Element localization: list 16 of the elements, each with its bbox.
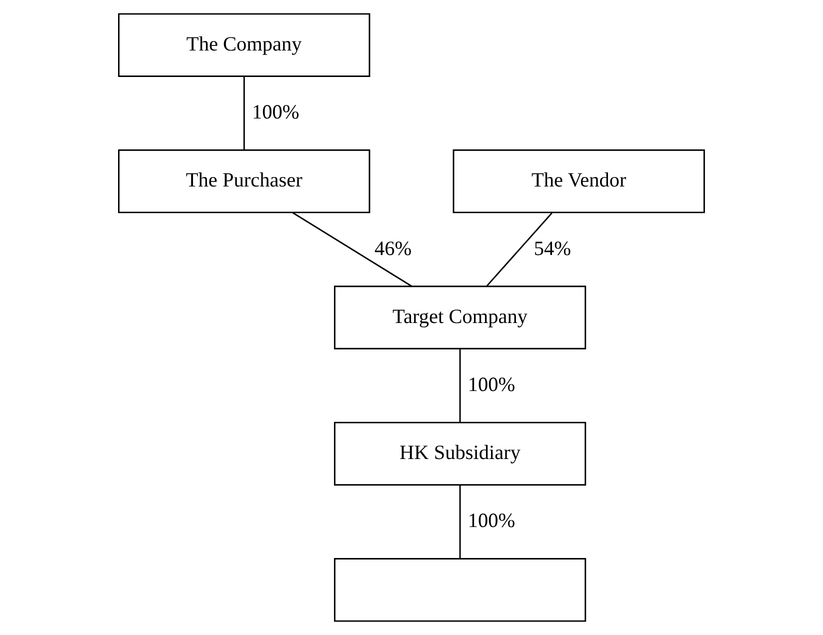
connector — [243, 76, 245, 150]
node-box: HK Subsidiary — [334, 422, 586, 486]
edge-label: 100% — [468, 510, 516, 532]
connector — [486, 212, 552, 286]
node-box: The Vendor — [452, 149, 705, 214]
edge-label: 46% — [374, 238, 412, 260]
node-box: Target Company — [334, 286, 586, 350]
connector — [459, 349, 461, 422]
edge-label: 54% — [534, 238, 571, 260]
node-box: The Purchaser — [118, 149, 370, 214]
edge-label: 100% — [468, 374, 516, 396]
node-box: The Company — [118, 13, 370, 77]
edge-label: 100% — [252, 102, 300, 124]
connector — [459, 485, 461, 558]
node-box — [334, 558, 586, 622]
connector — [292, 212, 412, 287]
